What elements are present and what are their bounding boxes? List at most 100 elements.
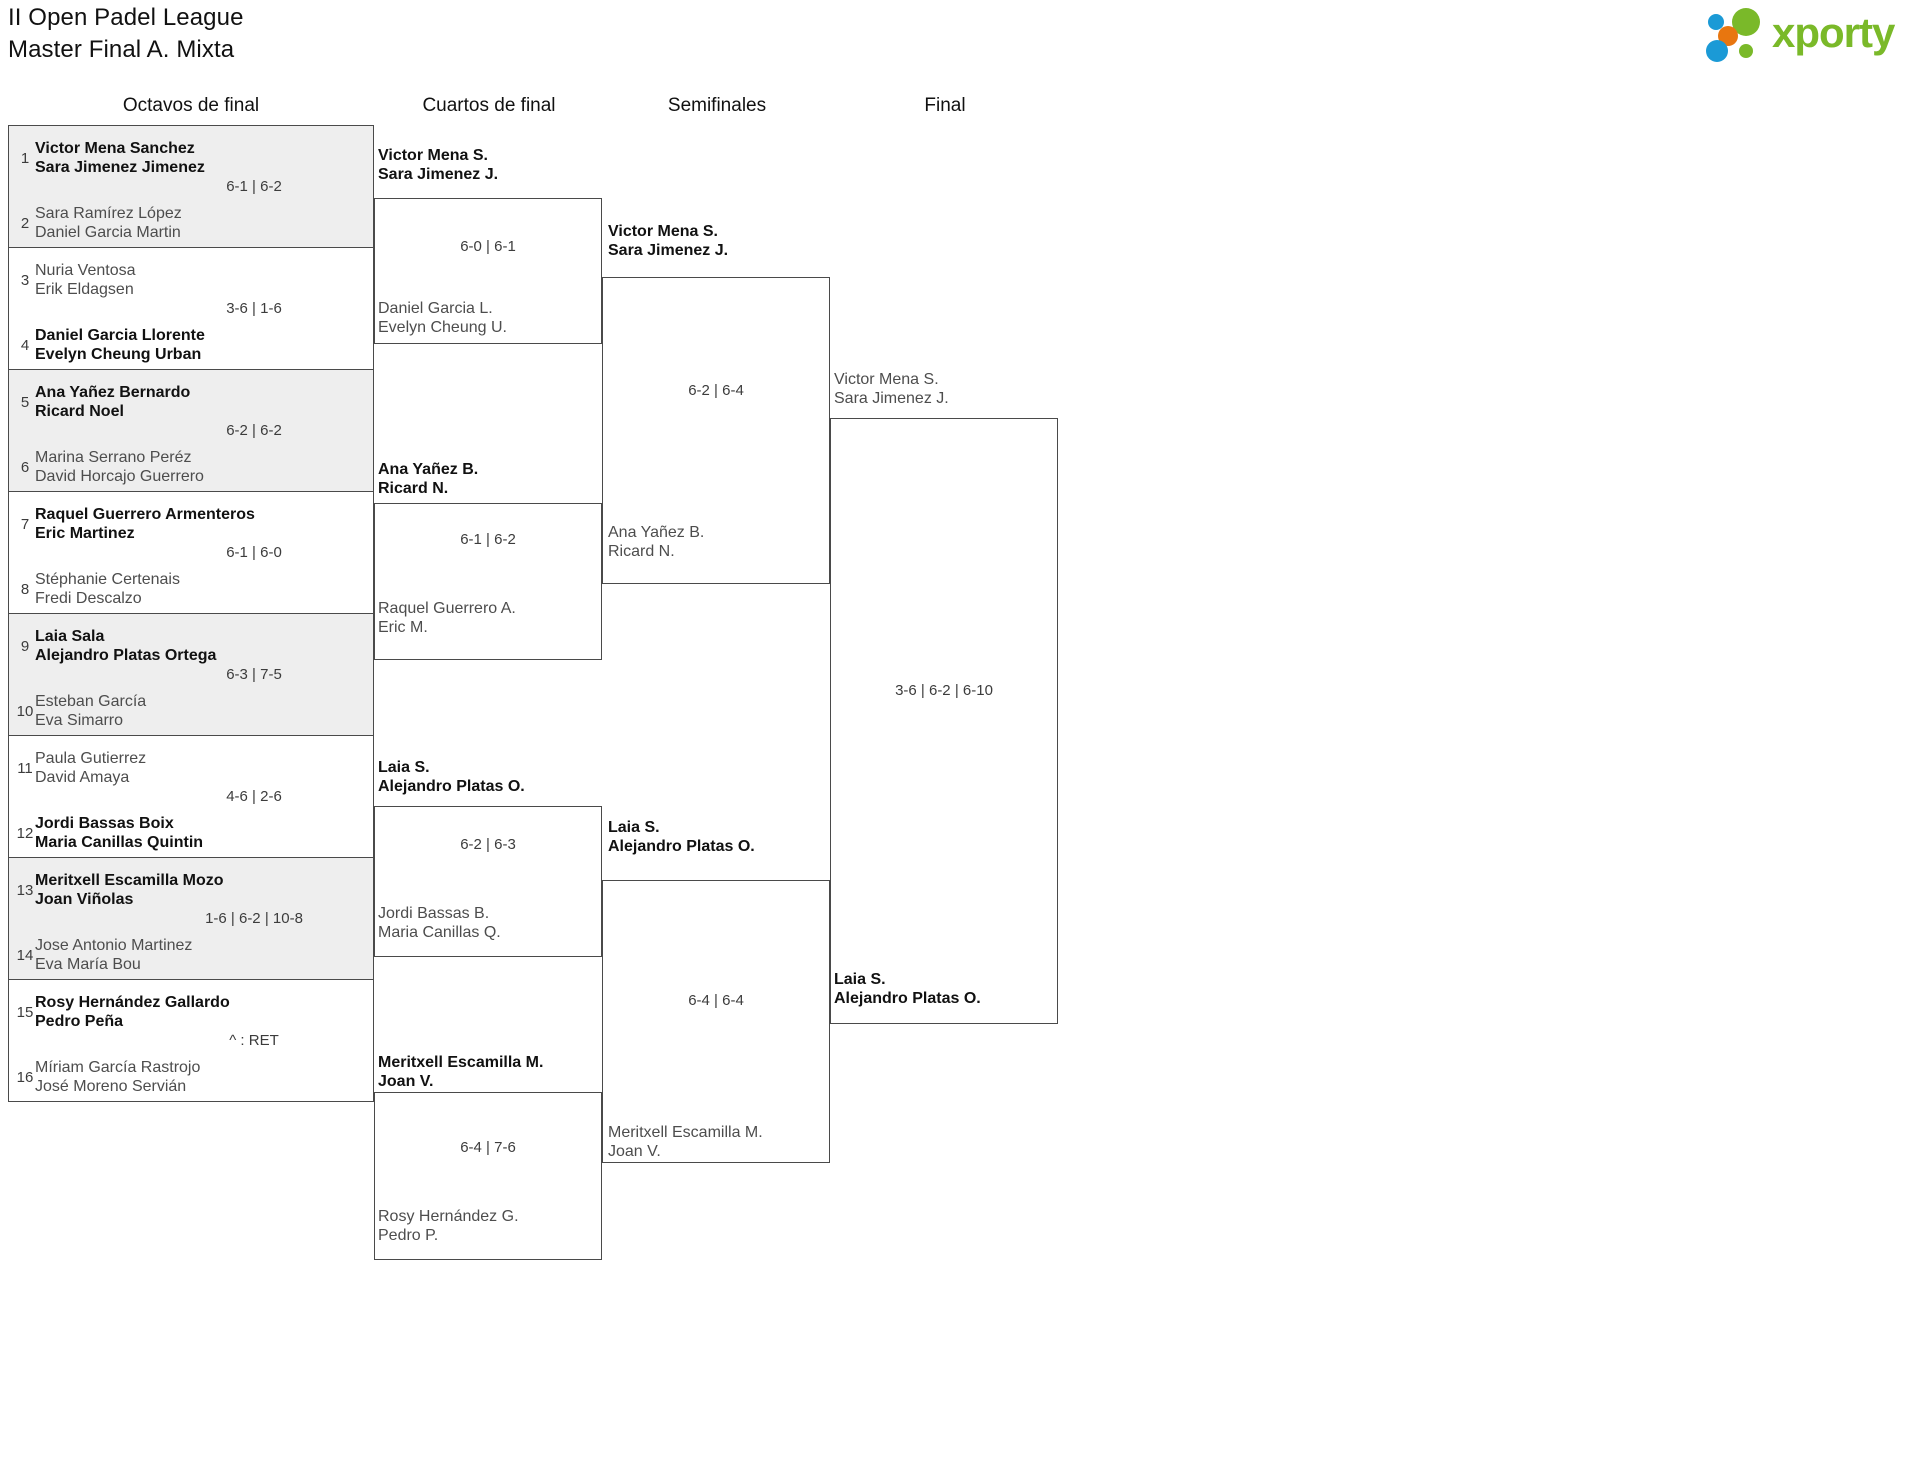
team-player-2: Evelyn Cheung Urban <box>35 346 202 363</box>
seed-number: 15 <box>16 1004 34 1021</box>
match-r1-1[interactable]: 1 Victor Mena Sanchez Sara Jimenez Jimen… <box>8 125 374 248</box>
team-player-2: Ricard N. <box>608 543 675 560</box>
team-player-2: Eric M. <box>378 619 428 636</box>
match-score: 1-6 | 6-2 | 10-8 <box>205 910 303 927</box>
match-score: 6-1 | 6-0 <box>226 544 282 561</box>
match-r1-7[interactable]: 13 Meritxell Escamilla Mozo Joan Viñolas… <box>8 857 374 980</box>
match-score: 6-2 | 6-3 <box>460 836 516 853</box>
team-player-1: Rosy Hernández Gallardo <box>35 994 230 1011</box>
team-player-2: Alejandro Platas O. <box>608 838 755 855</box>
team-player-1: Stéphanie Certenais <box>35 571 180 588</box>
team-player-2: Eva María Bou <box>35 956 141 973</box>
team-player-1: Victor Mena S. <box>608 223 718 240</box>
team-player-2: Fredi Descalzo <box>35 590 142 607</box>
seed-number: 13 <box>16 882 34 899</box>
team-player-1: Ana Yañez Bernardo <box>35 384 191 401</box>
round-heading-cuartos: Cuartos de final <box>422 95 556 116</box>
team-player-2: Pedro Peña <box>35 1013 124 1030</box>
logo-dot-blue-large-icon <box>1706 40 1728 62</box>
team-player-1: Míriam García Rastrojo <box>35 1059 201 1076</box>
team-player-1: Laia S. <box>608 819 660 836</box>
champion-player-1: Laia S. <box>834 971 886 988</box>
round-heading-semifinales: Semifinales <box>667 95 767 116</box>
logo-dot-blue-small-icon <box>1708 14 1724 30</box>
match-score: 6-4 | 7-6 <box>460 1139 516 1156</box>
team-player-2: Ricard N. <box>378 480 449 497</box>
team-player-1: Ana Yañez B. <box>608 524 705 541</box>
team-player-1: Ana Yañez B. <box>378 461 479 478</box>
tournament-title: II Open Padel League Master Final A. Mix… <box>8 2 244 66</box>
team-player-1: Jordi Bassas B. <box>378 905 490 922</box>
match-score: 6-2 | 6-4 <box>688 382 744 399</box>
team-player-1: Daniel Garcia L. <box>378 300 493 317</box>
tournament-title-line-1: II Open Padel League <box>8 4 244 31</box>
seed-number: 11 <box>17 760 33 777</box>
team-player-2: Pedro P. <box>378 1227 439 1244</box>
team-player-1: Daniel Garcia Llorente <box>35 327 205 344</box>
match-score: 4-6 | 2-6 <box>226 788 282 805</box>
match-score: 3-6 | 1-6 <box>226 300 282 317</box>
team-player-1: Victor Mena S. <box>378 147 488 164</box>
page-header: II Open Padel League Master Final A. Mix… <box>0 0 1920 70</box>
team-player-1: Nuria Ventosa <box>35 262 136 279</box>
match-r3-2[interactable] <box>602 880 830 1163</box>
seed-number: 16 <box>16 1069 34 1086</box>
team-player-1: Rosy Hernández G. <box>378 1208 519 1225</box>
team-player-2: Erik Eldagsen <box>35 281 134 298</box>
tournament-subtitle: Master Final A. Mixta <box>8 36 235 63</box>
team-player-2: David Amaya <box>35 769 130 786</box>
seed-number: 9 <box>20 638 30 655</box>
match-r2-1[interactable] <box>374 198 602 344</box>
team-player-2: Eva Simarro <box>35 712 124 729</box>
team-player-2: Eric Martinez <box>35 525 135 542</box>
team-player-1: Meritxell Escamilla M. <box>608 1124 763 1141</box>
match-score: 3-6 | 6-2 | 6-10 <box>895 682 993 699</box>
match-score: 6-1 | 6-2 <box>226 178 282 195</box>
logo-dot-green-small-icon <box>1739 44 1753 58</box>
team-player-2: Maria Canillas Quintin <box>35 834 204 851</box>
match-r3-1[interactable] <box>602 277 830 584</box>
team-player-2: Ricard Noel <box>35 403 124 420</box>
team-player-2: Joan Viñolas <box>35 891 134 908</box>
seed-number: 2 <box>20 215 30 232</box>
team-player-1: Raquel Guerrero A. <box>378 600 516 617</box>
match-r2-2[interactable] <box>374 503 602 660</box>
match-r1-5[interactable]: 9 Laia Sala Alejandro Platas Ortega 6-3 … <box>8 613 374 736</box>
match-score: ^ : RET <box>229 1032 279 1049</box>
team-player-1: Victor Mena Sanchez <box>35 140 195 157</box>
xporty-logo[interactable]: xporty <box>1706 6 1906 62</box>
round-heading-octavos: Octavos de final <box>122 95 260 116</box>
match-r1-4[interactable]: 7 Raquel Guerrero Armenteros Eric Martin… <box>8 491 374 614</box>
seed-number: 12 <box>16 825 34 842</box>
team-player-2: Maria Canillas Q. <box>378 924 501 941</box>
team-player-2: Joan V. <box>378 1073 434 1090</box>
team-player-2: Sara Jimenez Jimenez <box>35 159 205 176</box>
logo-wordmark: xporty <box>1772 9 1895 56</box>
match-r2-3[interactable] <box>374 806 602 957</box>
seed-number: 4 <box>20 337 30 354</box>
team-player-2: José Moreno Servián <box>35 1078 187 1095</box>
match-r1-3[interactable]: 5 Ana Yañez Bernardo Ricard Noel 6-2 | 6… <box>8 369 374 492</box>
team-player-2: Sara Jimenez J. <box>834 390 949 407</box>
match-score: 6-2 | 6-2 <box>226 422 282 439</box>
match-r2-4[interactable] <box>374 1092 602 1260</box>
seed-number: 7 <box>20 516 30 533</box>
team-player-2: Alejandro Platas Ortega <box>35 647 217 664</box>
match-r1-6[interactable]: 11 Paula Gutierrez David Amaya 4-6 | 2-6… <box>8 735 374 858</box>
seed-number: 14 <box>16 947 34 964</box>
team-player-1: Sara Ramírez López <box>35 205 182 222</box>
match-r1-8[interactable]: 15 Rosy Hernández Gallardo Pedro Peña ^ … <box>8 979 374 1102</box>
team-player-2: Alejandro Platas O. <box>378 778 525 795</box>
team-player-1: Meritxell Escamilla Mozo <box>35 872 224 889</box>
match-r4-final[interactable] <box>830 418 1058 1024</box>
team-player-1: Laia Sala <box>35 628 105 645</box>
team-player-2: David Horcajo Guerrero <box>35 468 204 485</box>
match-r1-2[interactable]: 3 Nuria Ventosa Erik Eldagsen 3-6 | 1-6 … <box>8 247 374 370</box>
team-player-2: Daniel Garcia Martin <box>35 224 181 241</box>
match-score: 6-3 | 7-5 <box>226 666 282 683</box>
team-player-1: Raquel Guerrero Armenteros <box>35 506 255 523</box>
team-player-1: Esteban García <box>35 693 147 710</box>
round-heading-final: Final <box>924 95 966 116</box>
seed-number: 6 <box>20 459 30 476</box>
